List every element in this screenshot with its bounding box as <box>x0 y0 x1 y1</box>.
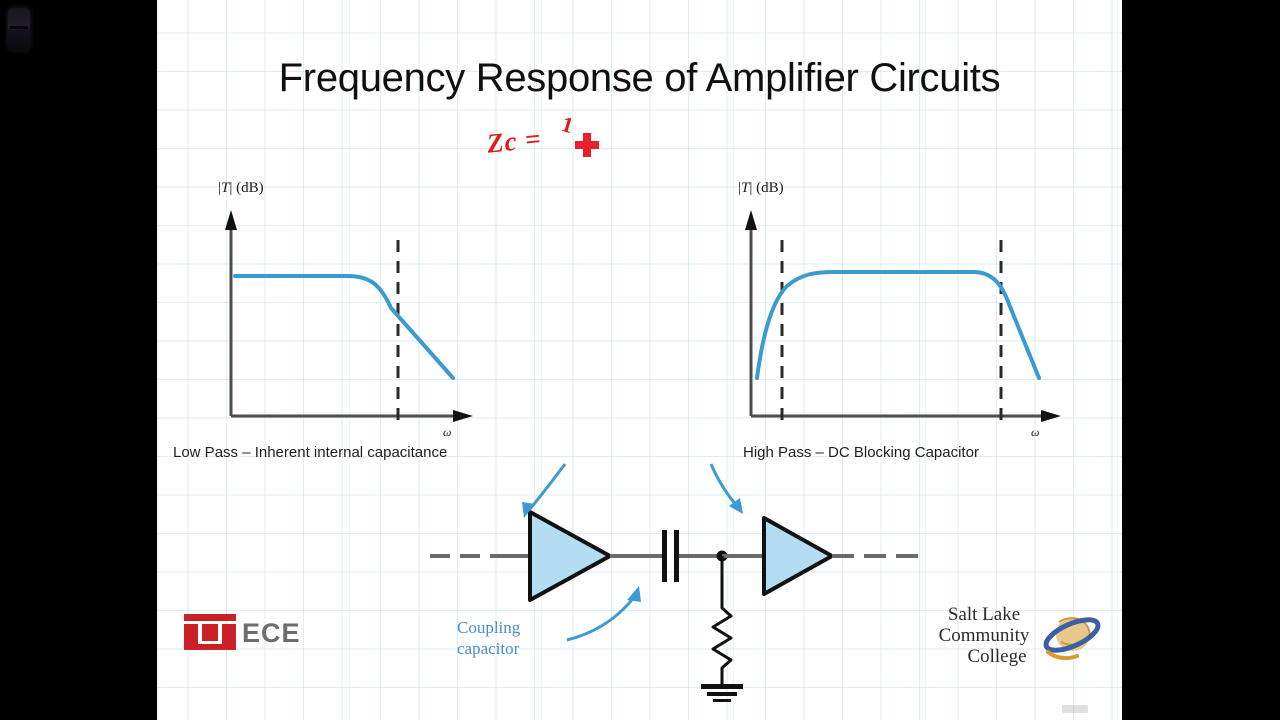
coupling-capacitor-label: Coupling capacitor <box>457 617 520 659</box>
coupling-capacitor-label-line2: capacitor <box>457 639 520 658</box>
high-pass-plot <box>745 210 1061 422</box>
chart-low-pass: |T| (dB) ω Low Pass – Inherent internal … <box>173 180 515 482</box>
page-title: Frequency Response of Amplifier Circuits <box>278 56 1001 100</box>
slcc-line1: Salt Lake <box>947 604 1021 625</box>
block-u-icon <box>184 614 236 650</box>
amplifier-circuit-diagram <box>430 510 832 702</box>
chart-y-axis-label: |T| (dB) <box>218 180 264 196</box>
chart-high-pass: |T| (dB) ω High Pass – DC Blocking Capac… <box>705 180 1105 482</box>
globe-swoosh-icon <box>1043 617 1101 661</box>
coupling-capacitor-label-line1: Coupling <box>457 618 521 637</box>
ece-logo: ECE <box>184 612 334 652</box>
letterbox-left <box>0 0 157 720</box>
red-cross-cursor-icon <box>575 133 599 157</box>
callout-arrow-to-capacitor <box>566 586 641 642</box>
callout-arrows-to-amplifiers <box>522 463 743 518</box>
device-glyph-icon <box>8 8 30 50</box>
slcc-line3: College <box>967 646 1027 667</box>
ece-logo-text: ECE <box>242 618 301 648</box>
player-artifact <box>1062 705 1088 713</box>
chart-y-axis-label: |T| (dB) <box>738 180 784 196</box>
low-pass-plot <box>225 210 473 422</box>
chart-caption: Low Pass – Inherent internal capacitance <box>173 444 448 461</box>
annotation-zc-expression: Zc = <box>485 123 543 159</box>
slcc-line2: Community <box>938 625 1030 646</box>
letterbox-right <box>1122 0 1280 720</box>
slcc-logo-text: Salt Lake Community College <box>919 604 1049 667</box>
chart-caption: High Pass – DC Blocking Capacitor <box>743 444 979 461</box>
output-lead <box>832 554 918 558</box>
chart-x-axis-label: ω <box>1031 425 1040 439</box>
slcc-logo: Salt Lake Community College <box>919 604 1104 676</box>
slide-canvas: Frequency Response of Amplifier Circuits… <box>157 0 1122 720</box>
chart-x-axis-label: ω <box>443 425 452 439</box>
